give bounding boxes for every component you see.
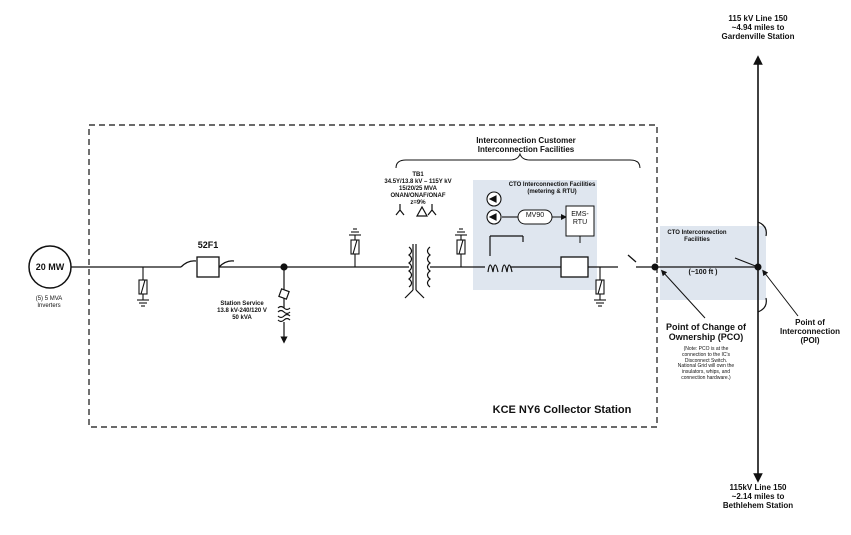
bottom-line-label: 115kV Line 150 ~2.14 miles to Bethlehem …	[722, 483, 794, 511]
station-service-label: Station Service 13.8 kV-240/120 V 50 kVA	[217, 301, 267, 321]
pco-node	[651, 263, 659, 271]
customer-facilities-label: Interconnection Customer Interconnection…	[476, 136, 576, 155]
generator-rating: 20 MW	[35, 262, 65, 272]
pco-pointer	[660, 269, 706, 319]
collector-station-boundary	[88, 124, 658, 428]
ems-rtu-label: EMS- RTU	[571, 211, 589, 227]
meter-symbols	[486, 191, 518, 225]
mv90-label: MV90	[525, 212, 545, 219]
poi-label: Point of Interconnection (POI)	[779, 318, 840, 346]
surge-arrester-transformer-high	[455, 228, 467, 267]
breaker-52f1	[196, 256, 220, 278]
breaker-label: 52F1	[197, 240, 219, 250]
line-disconnect-switches	[734, 221, 767, 313]
pco-note: (Note: PCO is at the connection to the I…	[677, 346, 735, 381]
transformer-tb1	[395, 204, 437, 299]
line-breaker	[560, 256, 589, 278]
surge-arrester-line	[594, 267, 606, 307]
top-line-label: 115 kV Line 150 ~4.94 miles to Gardenvil…	[721, 14, 795, 42]
ems-rtu-box	[565, 205, 595, 237]
generator-note: (5) 5 MVA Inverters	[35, 296, 63, 309]
surge-arrester-transformer-low	[349, 228, 361, 267]
distance-label: (~100 ft )	[688, 269, 718, 276]
current-transformer-pair	[485, 235, 524, 277]
customer-facilities-brace	[395, 152, 641, 169]
main-bus	[71, 254, 758, 268]
pco-label: Point of Change of Ownership (PCO)	[666, 322, 746, 343]
cto-metering-label: CTO Interconnection Facilities (metering…	[508, 182, 596, 195]
station-service-branch	[277, 263, 291, 344]
cto-facilities-label: CTO Interconnection Facilities	[667, 230, 727, 243]
poi-pointer	[762, 269, 799, 317]
transformer-label: TB1 34.5Y/13.8 kV – 115Y kV 15/20/25 MVA…	[384, 172, 452, 206]
surge-arrester-generator	[137, 267, 149, 307]
station-name: KCE NY6 Collector Station	[492, 404, 632, 416]
